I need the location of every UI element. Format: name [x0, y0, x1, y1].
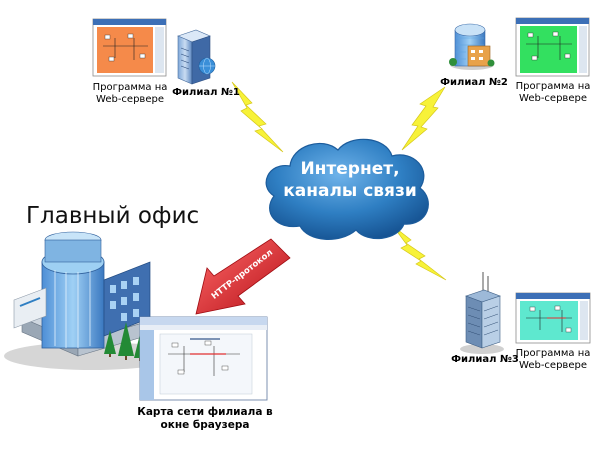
program-caption-line2: Web-сервере [519, 93, 587, 104]
main-office-title: Главный офис [26, 203, 200, 229]
web-program-screenshot [92, 18, 167, 77]
browser-window-icon [139, 316, 268, 401]
program-caption-line2: Web-сервере [96, 94, 164, 105]
main-office-building-icon [4, 231, 180, 370]
lightning-icon [231, 81, 284, 153]
branch-3-label: Филиал №3 [451, 354, 519, 365]
cloud-label-line1: Интернет, [300, 159, 400, 179]
cloud-label-line2: каналы связи [283, 181, 417, 202]
cloud-label: Интернет, каналы связи [280, 158, 420, 202]
branch-1-label: Филиал №1 [172, 87, 240, 98]
http-arrow [195, 238, 291, 315]
web-program-screenshot [515, 17, 590, 77]
branch-1-program-caption: Программа на Web-сервере [80, 82, 180, 106]
program-caption-line1: Программа на [92, 82, 168, 93]
cloud-icon [265, 138, 429, 240]
lightning-icon [392, 225, 447, 281]
program-caption-line1: Программа на [515, 81, 591, 92]
browser-caption: Карта сети филиала в окне браузера [120, 406, 290, 431]
web-program-screenshot [515, 292, 591, 344]
browser-caption-line1: Карта сети филиала в [137, 406, 273, 418]
office-building-icon [449, 23, 495, 70]
lightning-icon [401, 86, 446, 151]
program-caption-line2: Web-сервере [519, 360, 587, 371]
branch-2-label: Филиал №2 [440, 77, 508, 88]
branch-3-program-caption: Программа на Web-сервере [502, 348, 604, 372]
browser-caption-line2: окне браузера [160, 418, 250, 431]
program-caption-line1: Программа на [515, 348, 591, 359]
skyscraper-icon [460, 272, 504, 354]
server-icon [177, 29, 216, 85]
branch-2-program-caption: Программа на Web-сервере [502, 81, 604, 105]
